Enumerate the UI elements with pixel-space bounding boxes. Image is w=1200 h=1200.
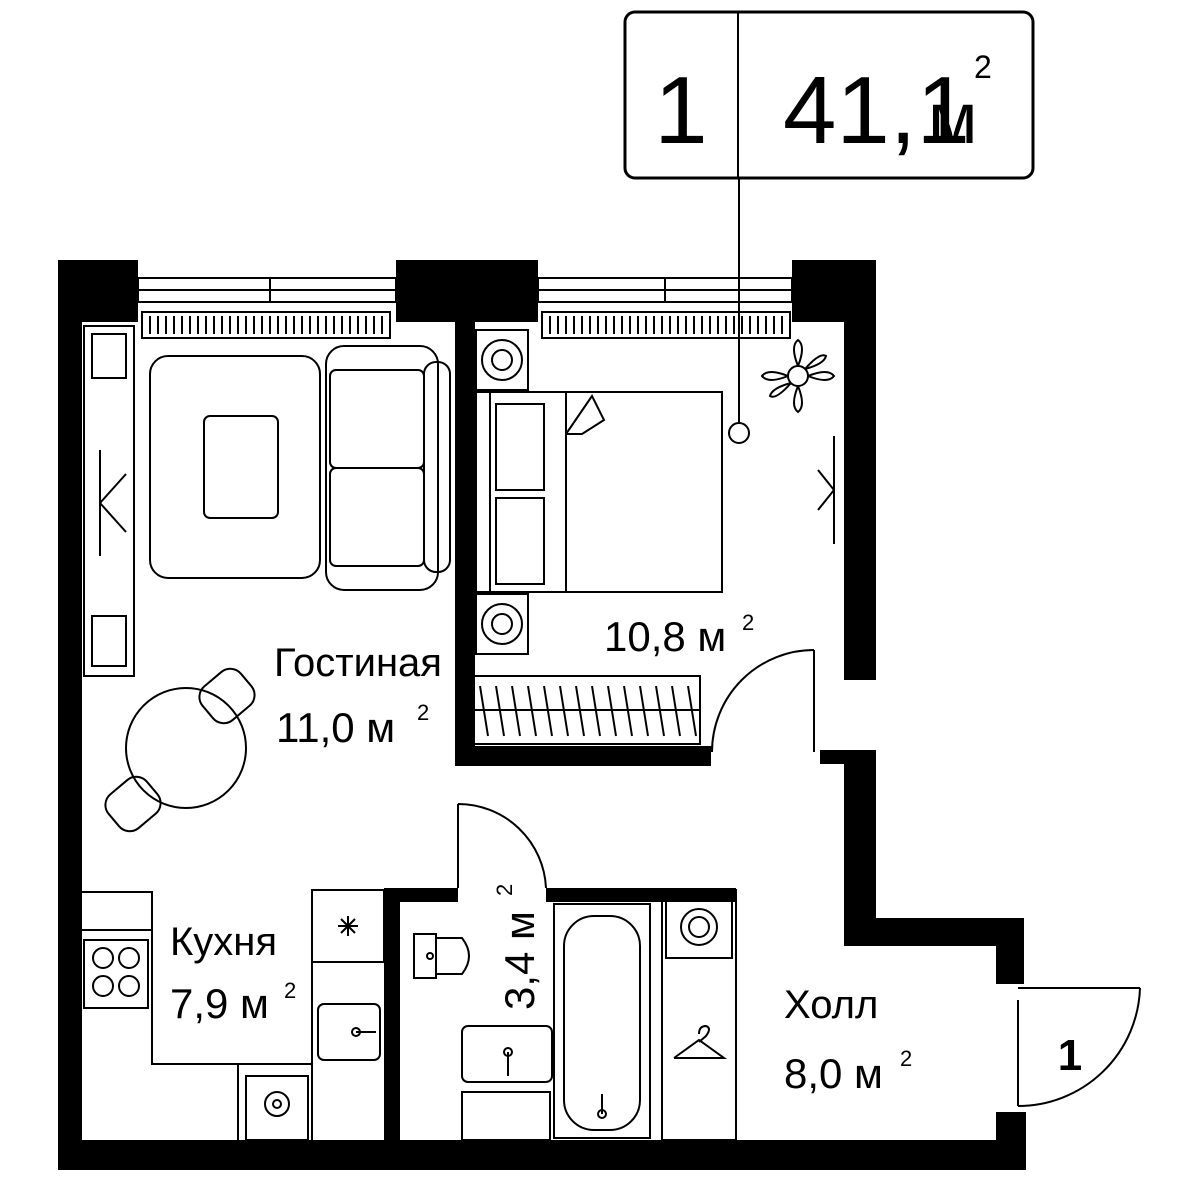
total-area-unit-superscript: 2 [974,49,992,85]
stove-icon [83,939,149,1009]
wardrobe-hanger [623,685,633,737]
wardrobe-hanger [607,685,617,737]
bedroom-area: 10,8 м [604,613,726,660]
sink-icon [317,1003,381,1061]
radiators [141,311,791,339]
bed-icon [475,391,723,593]
kitchen-name: Кухня [170,920,277,964]
plant-icon [760,338,836,414]
rooms-count: 1 [654,57,707,164]
sofa-icon [325,345,451,591]
total-area-unit: м [928,79,978,159]
hall-name: Холл [784,983,878,1027]
entrance-number: 1 [1058,1031,1082,1080]
kitchen [82,889,385,1141]
hall-area: 8,0 м [784,1050,883,1097]
living-room-name: Гостиная [274,641,442,685]
hall-area-sup: 2 [900,1046,912,1071]
wardrobe-hanger [543,685,553,737]
kitchen-area-sup: 2 [284,978,296,1003]
wardrobe-hanger [527,685,537,737]
toilet-icon [413,933,470,979]
leader-marker [728,422,750,444]
wardrobe-hanger [479,685,489,737]
living-room-area: 11,0 м [276,704,395,751]
bathroom-area: 3,4 м [496,911,543,1010]
bathroom [413,802,651,1141]
living-room-area-sup: 2 [417,700,429,725]
total-area: 41,1 [783,57,970,164]
wardrobe-hanger [591,685,601,737]
apartment-info-box: 1 41,1 м 2 [623,10,1035,180]
hanger-icon [673,1024,728,1059]
wardrobe-icon [469,675,701,745]
wardrobe-hanger [655,685,665,737]
kitchen-area: 7,9 м [170,980,269,1027]
living-room [83,325,451,833]
washbasin-icon [461,1025,553,1083]
windows [137,277,793,303]
wardrobe-hanger [495,685,505,737]
washing-machine-icon [665,895,733,959]
walls [58,260,1026,1170]
bathtub-icon [553,903,651,1139]
wardrobe-hanger [575,685,585,737]
wardrobe-hanger [511,685,521,737]
wardrobe-hanger [559,685,569,737]
hall [661,889,1141,1141]
bedroom [469,329,836,753]
bedroom-area-sup: 2 [742,610,754,635]
boiler-icon [245,1075,309,1141]
wardrobe-hanger [639,685,649,737]
wardrobe-hanger [671,685,681,737]
bathroom-area-sup: 2 [492,884,517,896]
fan-icon [338,916,358,936]
dining-table-icon [104,667,256,833]
wardrobe-hanger [687,685,697,737]
